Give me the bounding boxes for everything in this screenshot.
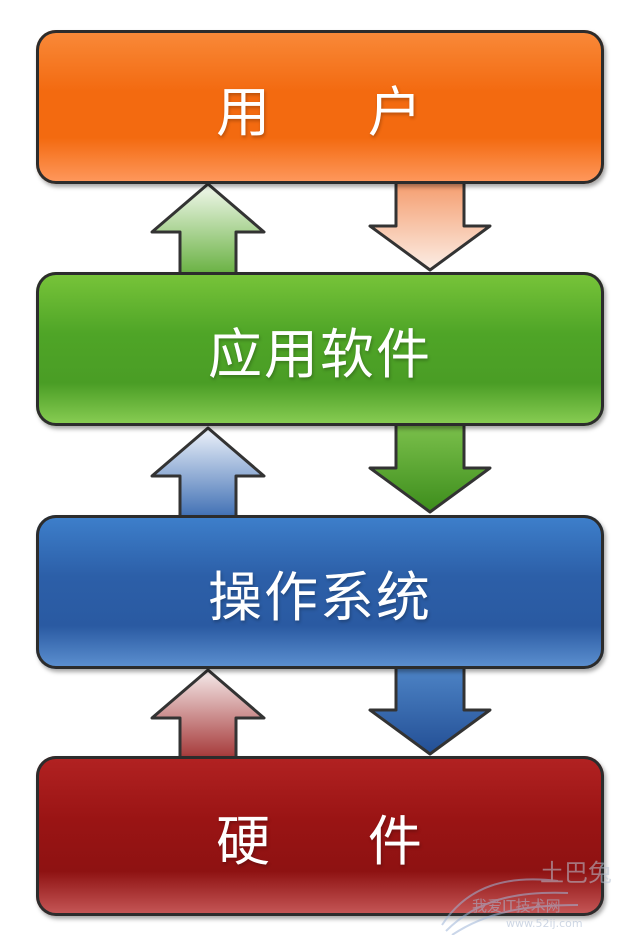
watermark-url: www.52ij.com [506, 917, 583, 930]
down-arrow-app-to-os [368, 420, 492, 514]
up-arrow-app-to-user [150, 182, 266, 284]
up-arrow-os-to-app [150, 426, 266, 528]
down-arrow-os-to-hardware [368, 662, 492, 756]
application-software-layer: 应用软件 [36, 272, 604, 426]
down-arrow-user-to-app [368, 178, 492, 272]
application-software-label: 应用软件 [208, 322, 432, 386]
user-layer: 用 户 [36, 30, 604, 184]
hardware-label: 硬 件 [216, 809, 424, 873]
user-layer-label: 用 户 [216, 80, 424, 144]
up-arrow-hardware-to-os [150, 668, 266, 770]
operating-system-label: 操作系统 [208, 565, 432, 629]
operating-system-layer: 操作系统 [36, 515, 604, 669]
hardware-layer: 硬 件 [36, 756, 604, 916]
